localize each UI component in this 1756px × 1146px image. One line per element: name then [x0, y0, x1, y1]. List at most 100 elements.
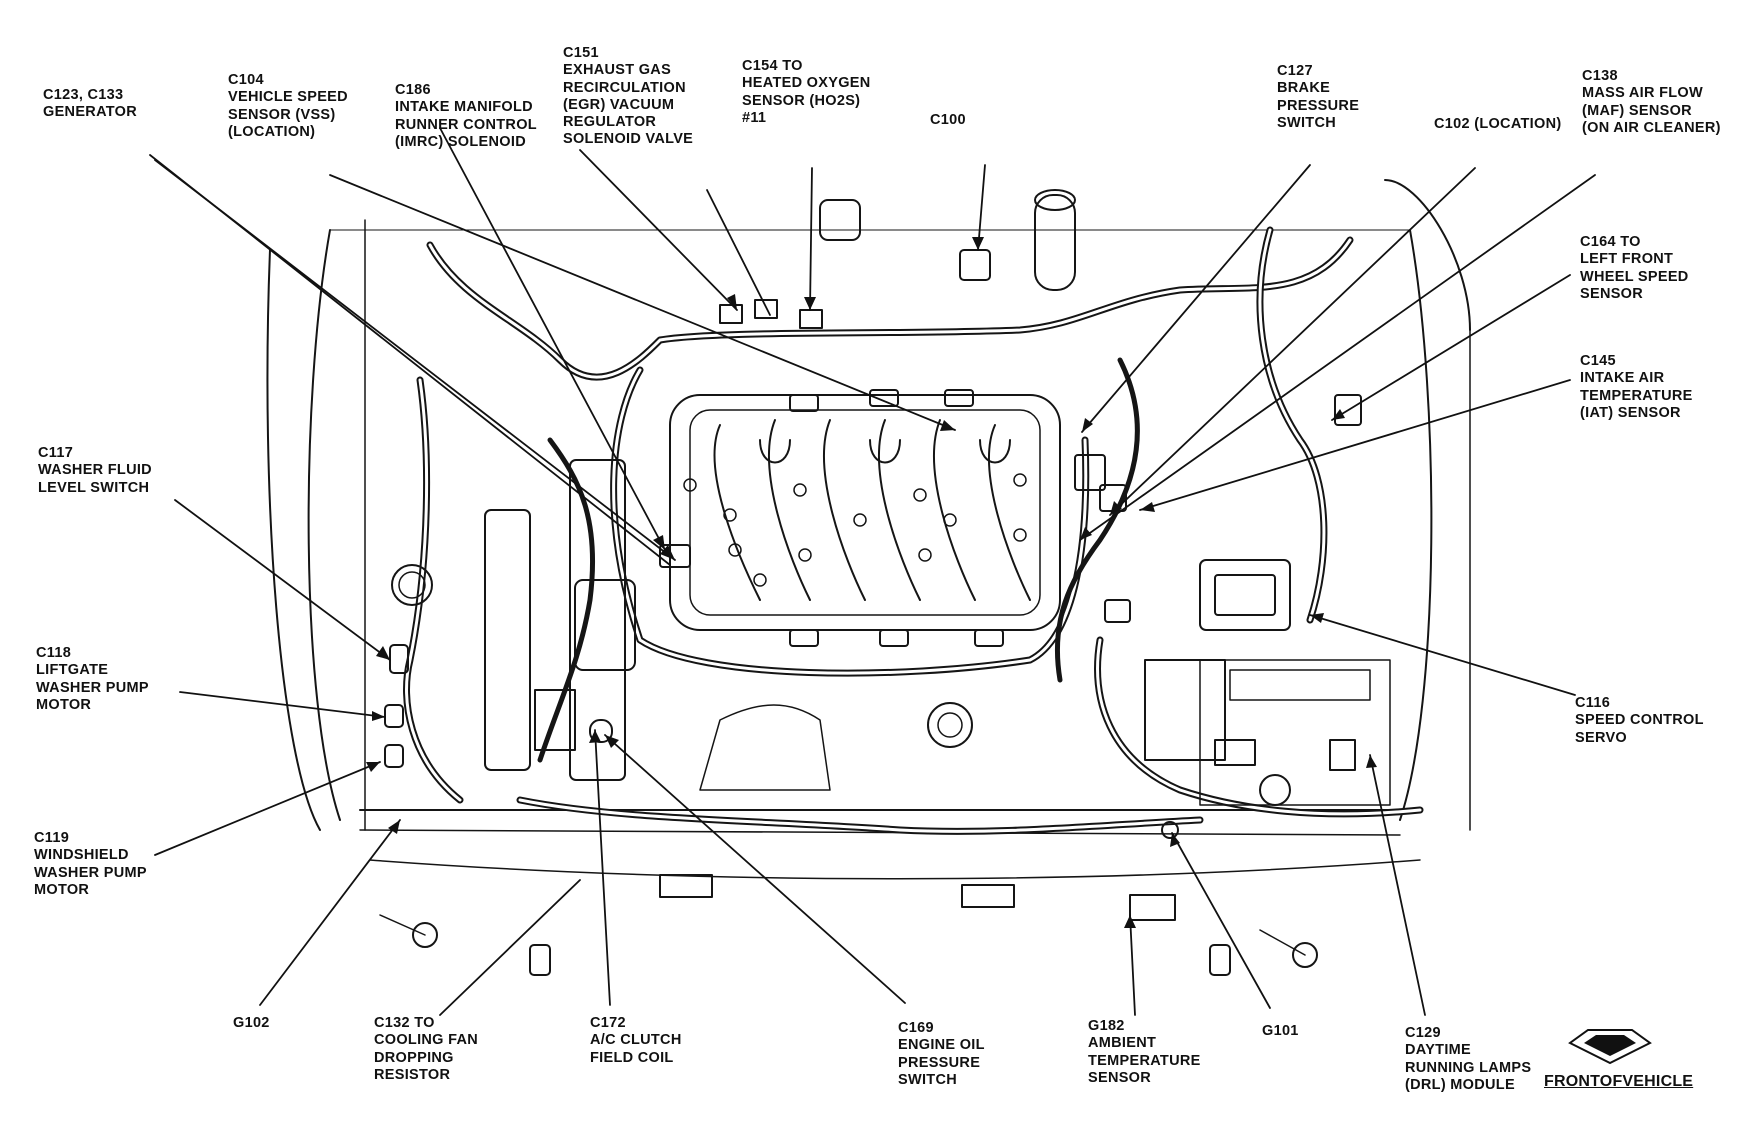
heated-oxygen-sensor-connector [819, 199, 861, 241]
leader-g182 [1129, 914, 1136, 1016]
label-line: FIELD COIL [590, 1049, 674, 1066]
label-line: G182 [1088, 1018, 1125, 1034]
label-line: C127 [1277, 63, 1313, 79]
label-line: TEMPERATURE [1580, 387, 1693, 404]
label-line: C118 [36, 645, 72, 661]
label-line: C151 [563, 45, 599, 61]
label-line: C116 [1575, 695, 1611, 711]
label-line: COOLING FAN [374, 1032, 478, 1049]
label-line: C102 (LOCATION) [1434, 116, 1562, 132]
front-of-vehicle-arrow-icon [1568, 1029, 1652, 1065]
label-line: HEATED OXYGEN [742, 75, 871, 92]
label-c100: C100 [930, 112, 966, 129]
label-line: (IMRC) SOLENOID [395, 133, 526, 150]
label-line: C164 TO [1580, 234, 1641, 250]
label-line: ENGINE OIL [898, 1037, 985, 1054]
label-line: VEHICLE SPEED [228, 89, 348, 106]
label-line: C138 [1582, 68, 1618, 84]
leader-c138 [1079, 174, 1596, 541]
label-line: G102 [233, 1015, 270, 1031]
leader-c116 [1309, 614, 1576, 696]
label-line: DROPPING [374, 1049, 454, 1066]
air-cleaner-cylinder [1034, 194, 1076, 291]
generator [574, 579, 636, 671]
label-line: C129 [1405, 1025, 1441, 1041]
leader-g101 [1171, 832, 1271, 1009]
oil-pressure-switch [927, 702, 973, 748]
label-line: C145 [1580, 353, 1616, 369]
label-line: MOTOR [34, 881, 90, 898]
label-line: RUNNING LAMPS [1405, 1059, 1532, 1076]
label-line: MASS AIR FLOW [1582, 85, 1703, 102]
label-line: SENSOR [1580, 285, 1644, 302]
label-line: (IAT) SENSOR [1580, 404, 1681, 421]
washer-reservoir-cap [391, 564, 433, 606]
label-line: EXHAUST GAS [563, 62, 672, 79]
leader-c100 [977, 164, 986, 251]
label-c102-location: C102 (LOCATION) [1434, 116, 1562, 133]
label-line: LIFTGATE [36, 662, 109, 679]
leader-c172 [594, 729, 611, 1006]
label-line: C119 [34, 830, 70, 846]
label-line: SERVO [1575, 729, 1628, 746]
leader-c129 [1369, 754, 1426, 1016]
label-line: #11 [742, 109, 767, 126]
label-line: WASHER FLUID [38, 462, 152, 479]
leader-c102 [1109, 167, 1476, 516]
label-line: C169 [898, 1020, 934, 1036]
label-line: SWITCH [898, 1071, 957, 1088]
label-line: WASHER PUMP [36, 679, 149, 696]
leader-c164 [1331, 274, 1571, 421]
label-line: RUNNER CONTROL [395, 116, 537, 133]
leader-c127 [1081, 164, 1311, 433]
label-line: C186 [395, 82, 431, 98]
left-fender-outline [307, 229, 341, 821]
leader-c145 [1139, 379, 1571, 511]
leader-c186 [329, 174, 956, 431]
leader-c169 [604, 734, 906, 1004]
label-line: AMBIENT [1088, 1035, 1157, 1052]
label-line: RECIRCULATION [563, 79, 686, 96]
label-line: SPEED CONTROL [1575, 712, 1704, 729]
label-line: SENSOR (VSS) [228, 106, 336, 123]
label-line: LEVEL SWITCH [38, 479, 150, 496]
label-line: SOLENOID VALVE [563, 131, 694, 148]
label-line: RESISTOR [374, 1066, 451, 1083]
label-line: GENERATOR [43, 104, 138, 121]
label-line: G101 [1262, 1023, 1299, 1039]
label-line: INTAKE AIR [1580, 370, 1665, 387]
label-line: MOTOR [36, 696, 92, 713]
label-g102: G102 [233, 1015, 270, 1032]
leader-c151 [579, 149, 738, 311]
label-line: PRESSURE [898, 1054, 981, 1071]
label-line: PRESSURE [1277, 97, 1360, 114]
leader-c117 [174, 499, 391, 661]
label-line: (LOCATION) [228, 123, 316, 140]
label-line: A/C CLUTCH [590, 1032, 682, 1049]
leader-g102 [259, 819, 401, 1006]
leader-c119 [154, 761, 381, 856]
leader-c104 [439, 127, 666, 551]
label-line: WHEEL SPEED [1580, 268, 1689, 285]
label-line: C100 [930, 112, 966, 128]
label-line: WASHER PUMP [34, 864, 147, 881]
label-line: TEMPERATURE [1088, 1052, 1201, 1069]
label-line: C104 [228, 72, 264, 88]
washer-reservoir [484, 509, 531, 771]
front-of-vehicle-label: FRONTOFVEHICLE [1544, 1073, 1694, 1090]
